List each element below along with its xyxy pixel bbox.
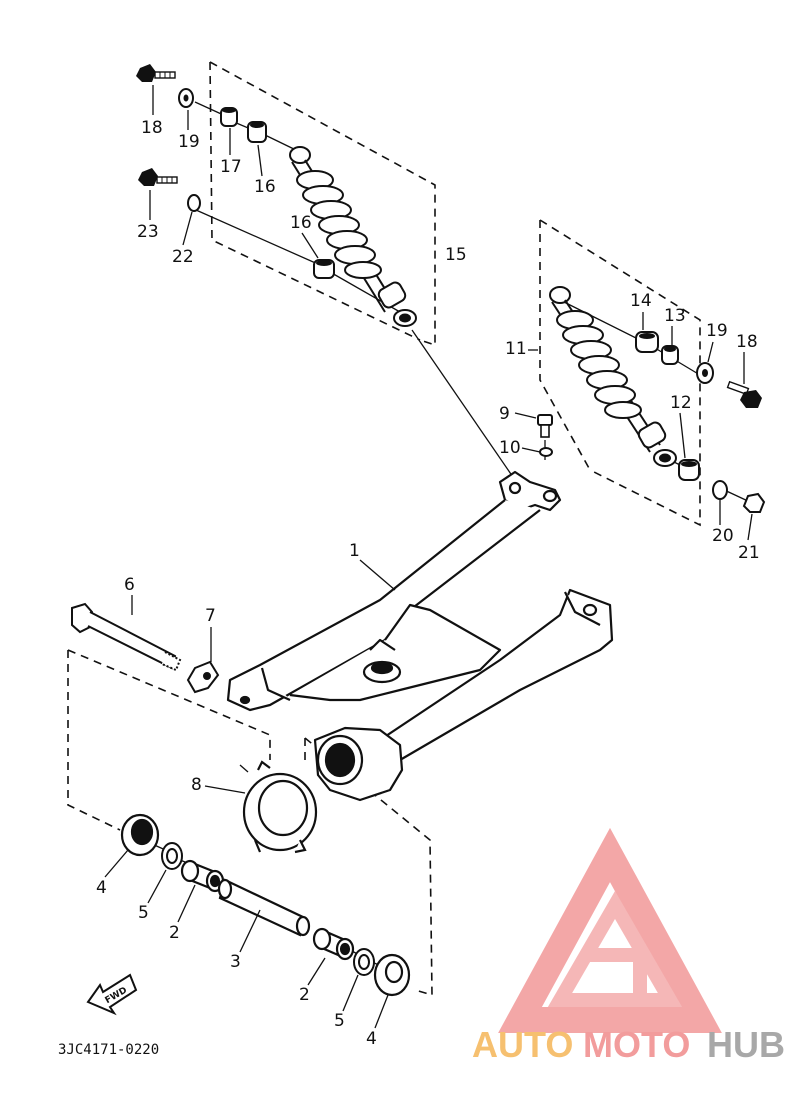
bushing-12-icon xyxy=(678,459,700,481)
label-23: 23 xyxy=(137,222,159,242)
washer-5b-icon xyxy=(353,948,375,976)
watermark-moto: MOTO xyxy=(583,1024,690,1065)
label-9: 9 xyxy=(499,404,510,424)
label-16a: 16 xyxy=(254,177,276,197)
label-1: 1 xyxy=(349,541,360,561)
shock-absorber-11-icon xyxy=(549,286,677,467)
label-17: 17 xyxy=(220,157,242,177)
oil-seal-4b-icon xyxy=(373,953,411,997)
bolt-23-icon xyxy=(138,168,178,186)
washer-10-icon xyxy=(539,447,553,457)
bearing-2b-icon xyxy=(312,927,355,961)
bearing-2a-icon xyxy=(180,859,225,893)
label-7: 7 xyxy=(205,606,216,626)
label-5a: 5 xyxy=(138,903,149,923)
label-14: 14 xyxy=(630,291,652,311)
label-2b: 2 xyxy=(299,985,310,1005)
washer-19b-icon xyxy=(696,362,714,384)
label-21: 21 xyxy=(738,543,760,563)
collar-17-icon xyxy=(220,107,238,127)
label-18b: 18 xyxy=(736,332,758,352)
collar-13-icon xyxy=(661,345,679,365)
label-12: 12 xyxy=(670,393,692,413)
nut-22-icon xyxy=(187,194,201,212)
collar-3-icon xyxy=(217,878,311,937)
label-10: 10 xyxy=(499,438,521,458)
label-16b: 16 xyxy=(290,213,312,233)
bearing-group-dashed-box xyxy=(67,649,433,997)
label-15: 15 xyxy=(445,245,467,265)
leader-lines xyxy=(124,101,751,971)
watermark-hub: HUB xyxy=(707,1024,785,1065)
watermark-auto: AUTO xyxy=(472,1024,573,1065)
label-22: 22 xyxy=(172,247,194,267)
bushing-14-icon xyxy=(635,331,659,353)
washer-19-icon xyxy=(178,88,194,108)
oil-seal-4a-icon xyxy=(120,813,160,857)
label-19b: 19 xyxy=(706,321,728,341)
nut-21-icon xyxy=(742,492,766,513)
label-5b: 5 xyxy=(334,1011,345,1031)
washer-20-icon xyxy=(712,480,728,500)
label-leaders xyxy=(104,85,753,1029)
label-2a: 2 xyxy=(169,923,180,943)
label-4b: 4 xyxy=(366,1029,377,1049)
rear-arm-1-icon xyxy=(226,470,614,802)
seal-guard-8-icon xyxy=(242,760,318,854)
label-13: 13 xyxy=(664,306,686,326)
label-8: 8 xyxy=(191,775,202,795)
fwd-arrow-icon xyxy=(86,973,138,1016)
plate-7-icon xyxy=(186,660,220,694)
bushing-16-bottom-icon xyxy=(313,259,335,279)
label-20: 20 xyxy=(712,526,734,546)
diagram-code: 3JC4171-0220 xyxy=(58,1042,159,1058)
bolt-18-icon xyxy=(136,64,176,82)
label-4a: 4 xyxy=(96,878,107,898)
label-3: 3 xyxy=(230,952,241,972)
group-11-dashed-box xyxy=(539,219,701,527)
label-19a: 19 xyxy=(178,132,200,152)
group-15-dashed-box xyxy=(209,61,436,347)
bolt-9-icon xyxy=(537,414,553,438)
washer-5a-icon xyxy=(161,842,183,870)
pivot-bolt-6-icon xyxy=(71,602,182,672)
part-labels: 18 19 17 16 23 22 16 15 14 13 19 18 11 9… xyxy=(96,118,760,1049)
bolt-18b-icon xyxy=(726,380,762,408)
watermark-logo xyxy=(498,827,722,1033)
shock-absorber-15-icon xyxy=(289,146,417,327)
bushing-16-top-icon xyxy=(247,121,267,143)
label-6: 6 xyxy=(124,575,135,595)
label-11: 11 xyxy=(505,339,527,359)
label-18a: 18 xyxy=(141,118,163,138)
